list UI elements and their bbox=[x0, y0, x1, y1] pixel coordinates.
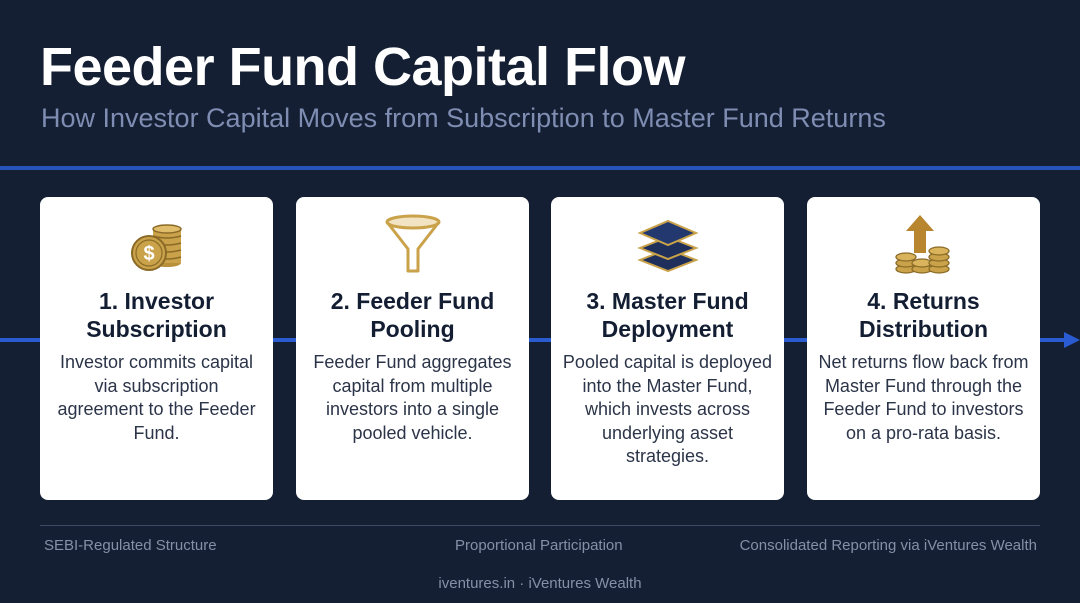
step-title: 4. Returns Distribution bbox=[858, 288, 989, 342]
step-description: Net returns flow back from Master Fund t… bbox=[818, 352, 1029, 443]
page-title: Feeder Fund Capital Flow bbox=[40, 37, 686, 97]
step-card-master-fund-deployment: 3. Master Fund Deployment Pooled capital… bbox=[551, 197, 784, 500]
funnel-icon bbox=[381, 213, 445, 277]
step-description: Pooled capital is deployed into the Mast… bbox=[562, 352, 773, 466]
step-title: 2. Feeder Fund Pooling bbox=[330, 288, 495, 342]
page-subtitle: How Investor Capital Moves from Subscrip… bbox=[41, 103, 886, 133]
step-description: Investor commits capital via subscriptio… bbox=[57, 352, 256, 443]
step-description: Feeder Fund aggregates capital from mult… bbox=[313, 352, 512, 443]
footer-divider bbox=[40, 525, 1040, 526]
step-card-investor-subscription: $ 1. Investor Subscription Investor comm… bbox=[40, 197, 273, 500]
step-card-feeder-fund-pooling: 2. Feeder Fund Pooling Feeder Fund aggre… bbox=[296, 197, 529, 500]
coins-arrow-up-icon bbox=[892, 213, 956, 277]
step-card-returns-distribution: 4. Returns Distribution Net returns flow… bbox=[807, 197, 1040, 500]
header-divider bbox=[0, 166, 1080, 170]
layers-icon bbox=[636, 213, 700, 277]
brand-footer: iventures.in · iVentures Wealth bbox=[438, 575, 642, 592]
step-title: 3. Master Fund Deployment bbox=[586, 288, 749, 342]
svg-text:$: $ bbox=[143, 243, 154, 265]
coins-dollar-icon: $ bbox=[125, 213, 189, 277]
footer-note-regulation: SEBI-Regulated Structure bbox=[44, 537, 217, 554]
footer-note-participation: Proportional Participation bbox=[455, 537, 623, 554]
step-title: 1. Investor Subscription bbox=[86, 288, 227, 342]
footer-note-reporting: Consolidated Reporting via iVentures Wea… bbox=[739, 537, 1037, 554]
